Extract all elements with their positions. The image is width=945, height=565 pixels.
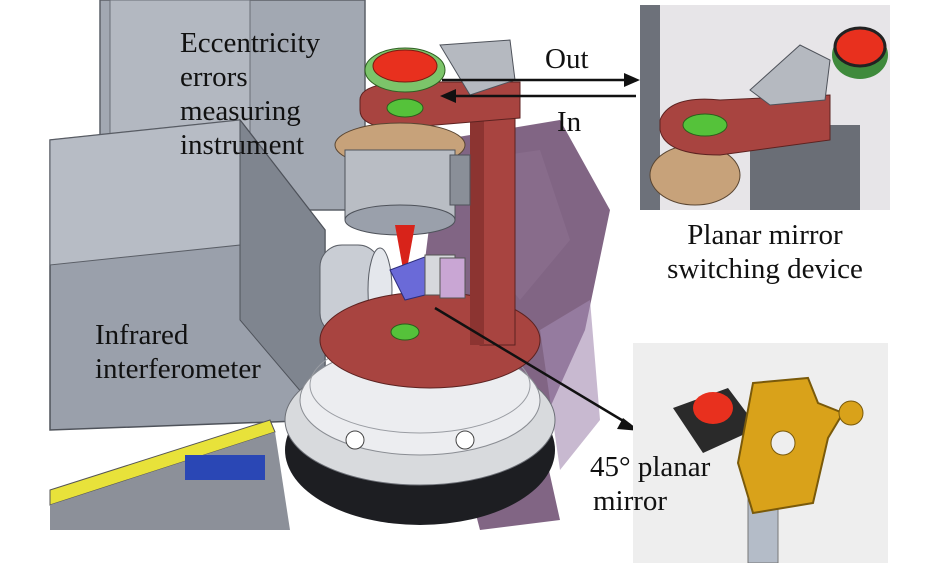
eccentricity-line3: measuring [180,95,301,127]
interferometer-label: Infrared interferometer [95,318,261,386]
eccentricity-label: Eccentricity errors measuring instrument [180,26,320,162]
switching-line1: Planar mirror [687,219,843,251]
eccentricity-line1: Eccentricity [180,27,321,59]
in-label: In [557,106,582,138]
out-label: Out [545,43,589,75]
interferometer-line2: interferometer [95,353,261,385]
mirror45-arrow [434,306,631,427]
eccentricity-line4: instrument [180,129,305,161]
interferometer-line1: Infrared [95,319,189,351]
mirror45-line2: mirror [593,485,668,517]
mirror45-line1: 45° planar [590,451,711,483]
switching-device-inset [640,5,890,210]
switching-line2: switching device [667,253,863,285]
eccentricity-line2: errors [180,61,248,93]
mirror45-label: 45° planar mirror [590,450,710,518]
mirror45-inset [633,343,888,563]
switching-device-label: Planar mirror switching device [650,218,880,286]
red-column [479,99,516,346]
